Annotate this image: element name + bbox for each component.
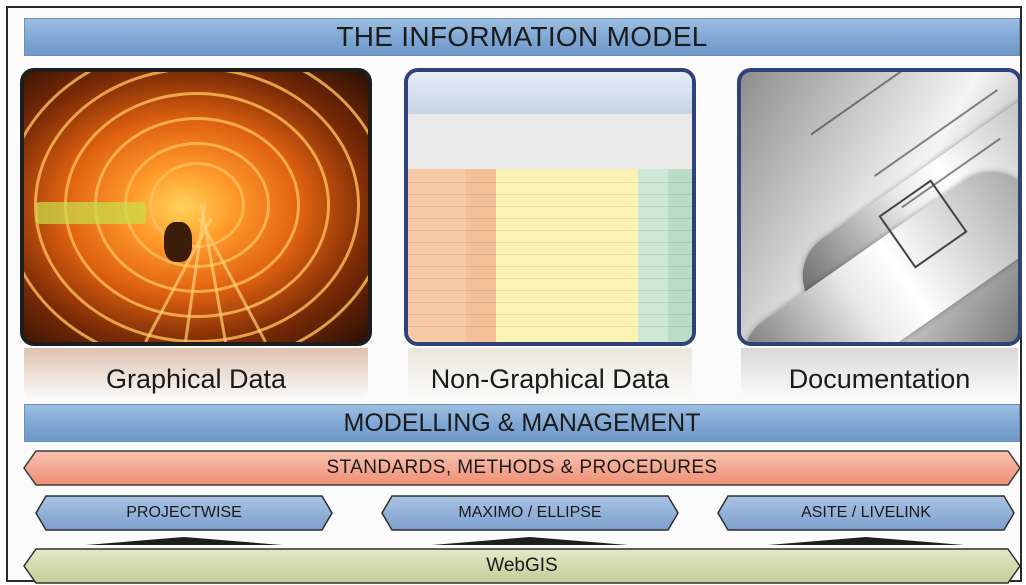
- connector-projectwise: [86, 537, 282, 545]
- projectwise-bar: [35, 495, 333, 531]
- webgis-label: WebGIS: [486, 555, 558, 576]
- projectwise-label: PROJECTWISE: [126, 504, 242, 521]
- connector-asite: [768, 537, 964, 545]
- standards-label: STANDARDS, METHODS & PROCEDURES: [326, 457, 718, 478]
- modelling-management-bar: MODELLING & MANAGEMENT: [24, 404, 1020, 442]
- asite-livelink-bar: [717, 495, 1015, 531]
- non-graphical-data-reflection: [408, 348, 692, 400]
- connector-maximo: [432, 537, 628, 545]
- documentation-image: [737, 68, 1022, 346]
- graphical-data-reflection: [24, 348, 368, 400]
- asite-livelink-label: ASITE / LIVELINK: [801, 504, 931, 521]
- standards-bar: [23, 450, 1021, 486]
- maximo-ellipse-bar: [381, 495, 679, 531]
- maximo-ellipse-label: MAXIMO / ELLIPSE: [458, 504, 602, 521]
- information-model-title: THE INFORMATION MODEL: [24, 18, 1020, 56]
- graphical-data-caption: Graphical Data: [105, 364, 287, 394]
- non-graphical-data-image: [404, 68, 696, 346]
- documentation-reflection: [741, 348, 1018, 400]
- documentation-caption: Documentation: [788, 364, 971, 394]
- graphical-data-image: [20, 68, 372, 346]
- non-graphical-data-caption: Non-Graphical Data: [430, 364, 670, 394]
- webgis-bar: [23, 548, 1021, 584]
